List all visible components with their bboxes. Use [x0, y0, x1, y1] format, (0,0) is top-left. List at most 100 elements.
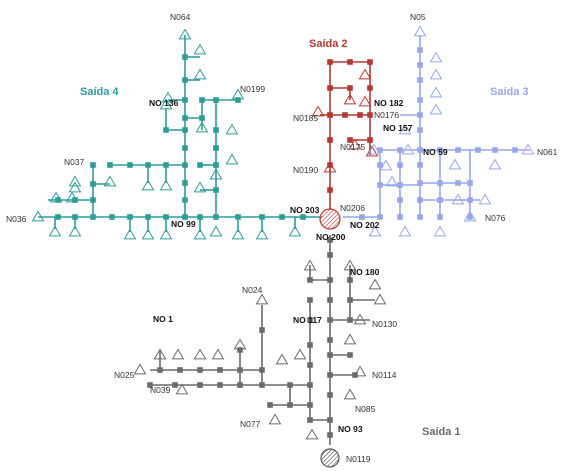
bus-node[interactable]	[307, 297, 313, 303]
bus-node[interactable]	[327, 85, 333, 91]
bus-node[interactable]	[163, 214, 169, 220]
bus-node[interactable]	[259, 367, 265, 373]
bus-node[interactable]	[437, 180, 443, 186]
bus-node[interactable]	[347, 85, 353, 91]
bus-node[interactable]	[417, 127, 423, 133]
bus-node[interactable]	[467, 197, 473, 203]
bus-node[interactable]	[327, 277, 333, 283]
load-triangle[interactable]	[141, 228, 155, 240]
bus-node[interactable]	[467, 214, 473, 220]
load-triangle[interactable]	[123, 228, 137, 240]
bus-node[interactable]	[197, 162, 203, 168]
bus-node[interactable]	[213, 97, 219, 103]
bus-node[interactable]	[199, 115, 205, 121]
load-triangle[interactable]	[31, 210, 45, 222]
bus-node[interactable]	[327, 187, 333, 193]
bus-node[interactable]	[237, 367, 243, 373]
load-triangle[interactable]	[293, 348, 307, 360]
bus-node[interactable]	[197, 367, 203, 373]
bus-node[interactable]	[182, 180, 188, 186]
bus-node[interactable]	[300, 214, 306, 220]
load-triangle[interactable]	[103, 175, 117, 187]
load-triangle[interactable]	[209, 225, 223, 237]
bus-node[interactable]	[342, 112, 348, 118]
load-triangle[interactable]	[193, 181, 207, 193]
load-triangle[interactable]	[193, 348, 207, 360]
load-triangle[interactable]	[225, 153, 239, 165]
bus-node[interactable]	[397, 182, 403, 188]
bus-node[interactable]	[182, 145, 188, 151]
load-triangle[interactable]	[401, 143, 415, 155]
bus-node[interactable]	[327, 337, 333, 343]
bus-node[interactable]	[307, 402, 313, 408]
bus-node[interactable]	[237, 382, 243, 388]
load-triangle[interactable]	[373, 293, 387, 305]
load-triangle[interactable]	[429, 68, 443, 80]
bus-node[interactable]	[377, 182, 383, 188]
bus-node[interactable]	[197, 214, 203, 220]
bus-node[interactable]	[367, 85, 373, 91]
load-triangle[interactable]	[433, 225, 447, 237]
load-triangle[interactable]	[48, 225, 62, 237]
load-triangle[interactable]	[365, 145, 379, 157]
bus-node[interactable]	[327, 59, 333, 65]
bus-node[interactable]	[287, 382, 293, 388]
load-triangle[interactable]	[348, 138, 362, 150]
load-triangle[interactable]	[379, 159, 393, 171]
load-triangle[interactable]	[451, 193, 465, 205]
bus-node[interactable]	[90, 197, 96, 203]
load-triangle[interactable]	[255, 293, 269, 305]
bus-node[interactable]	[417, 147, 423, 153]
load-triangle[interactable]	[398, 225, 412, 237]
end-substation-icon[interactable]	[320, 448, 340, 468]
load-triangle[interactable]	[161, 91, 175, 103]
load-triangle[interactable]	[303, 259, 317, 271]
bus-node[interactable]	[127, 162, 133, 168]
load-triangle[interactable]	[429, 51, 443, 63]
load-triangle[interactable]	[175, 383, 189, 395]
bus-node[interactable]	[259, 327, 265, 333]
bus-node[interactable]	[182, 77, 188, 83]
bus-node[interactable]	[367, 137, 373, 143]
bus-node[interactable]	[492, 147, 498, 153]
load-triangle[interactable]	[193, 68, 207, 80]
load-triangle[interactable]	[195, 121, 209, 133]
load-triangle[interactable]	[159, 228, 173, 240]
bus-node[interactable]	[213, 187, 219, 193]
load-triangle[interactable]	[448, 158, 462, 170]
bus-node[interactable]	[347, 277, 353, 283]
bus-node[interactable]	[347, 352, 353, 358]
load-triangle[interactable]	[398, 123, 412, 135]
bus-node[interactable]	[417, 180, 423, 186]
load-triangle[interactable]	[288, 225, 302, 237]
load-triangle[interactable]	[231, 88, 245, 100]
bus-node[interactable]	[475, 147, 481, 153]
load-triangle[interactable]	[268, 413, 282, 425]
bus-node[interactable]	[327, 392, 333, 398]
bus-node[interactable]	[307, 362, 313, 368]
load-triangle[interactable]	[478, 193, 492, 205]
bus-node[interactable]	[437, 147, 443, 153]
bus-node[interactable]	[163, 127, 169, 133]
load-triangle[interactable]	[358, 95, 372, 107]
bus-node[interactable]	[55, 214, 61, 220]
load-triangle[interactable]	[521, 143, 535, 155]
bus-node[interactable]	[417, 197, 423, 203]
bus-node[interactable]	[145, 214, 151, 220]
load-triangle[interactable]	[368, 225, 382, 237]
bus-node[interactable]	[327, 137, 333, 143]
bus-node[interactable]	[182, 97, 188, 103]
load-triangle[interactable]	[323, 161, 337, 173]
bus-node[interactable]	[213, 127, 219, 133]
bus-node[interactable]	[127, 214, 133, 220]
bus-node[interactable]	[307, 317, 313, 323]
bus-node[interactable]	[182, 162, 188, 168]
bus-node[interactable]	[512, 147, 518, 153]
bus-node[interactable]	[397, 214, 403, 220]
bus-node[interactable]	[237, 347, 243, 353]
load-triangle[interactable]	[353, 365, 367, 377]
bus-node[interactable]	[213, 214, 219, 220]
bus-node[interactable]	[90, 162, 96, 168]
bus-node[interactable]	[359, 214, 365, 220]
load-triangle[interactable]	[413, 25, 427, 37]
